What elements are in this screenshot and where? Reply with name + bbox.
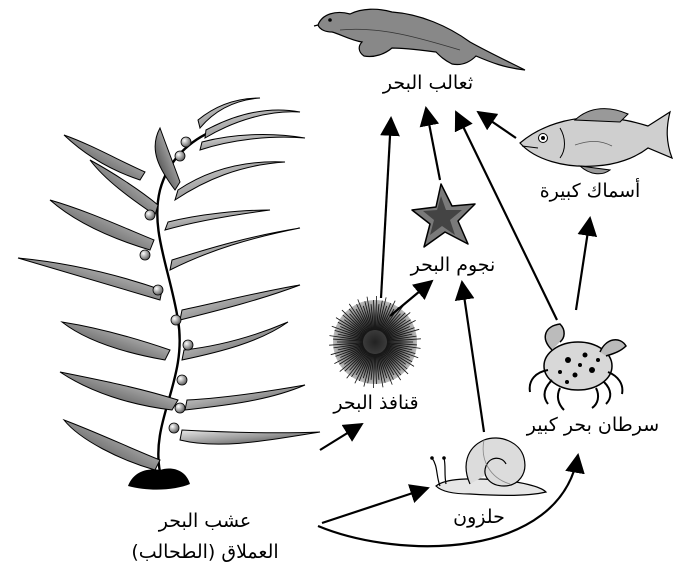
- kelp-icon: [18, 98, 320, 490]
- arrow-crabs-to-fish: [576, 218, 590, 310]
- arrow-urchins-to-stars: [390, 281, 432, 316]
- crab-icon: [530, 324, 626, 410]
- label-large-fish: أسماك كبيرة: [525, 180, 655, 203]
- starfish-icon: [412, 184, 475, 247]
- arrow-kelp-to-urchins: [320, 424, 362, 450]
- label-sea-urchins: قنافذ البحر: [326, 392, 426, 415]
- fish-icon: [520, 109, 672, 174]
- label-sea-otters: ثعالب البحر: [358, 72, 498, 95]
- arrow-stars-to-otters: [426, 108, 440, 180]
- snail-icon: [430, 438, 546, 495]
- arrow-kelp-to-crabs: [318, 455, 578, 546]
- arrow-urchins-to-otters: [381, 118, 391, 298]
- label-giant-kelp-line2: العملاق (الطحالب): [100, 541, 310, 564]
- arrow-fish-to-otters: [478, 112, 516, 138]
- label-large-crabs: سرطان بحر كبير: [518, 414, 668, 437]
- arrow-snails-to-stars: [462, 282, 484, 432]
- label-sea-stars: نجوم البحر: [398, 254, 508, 277]
- otter-icon: [314, 9, 525, 70]
- arrow-kelp-to-snails: [322, 488, 428, 523]
- label-snails: حلزون: [444, 506, 514, 529]
- label-giant-kelp-line1: عشب البحر: [130, 510, 280, 533]
- urchin-icon: [329, 296, 421, 388]
